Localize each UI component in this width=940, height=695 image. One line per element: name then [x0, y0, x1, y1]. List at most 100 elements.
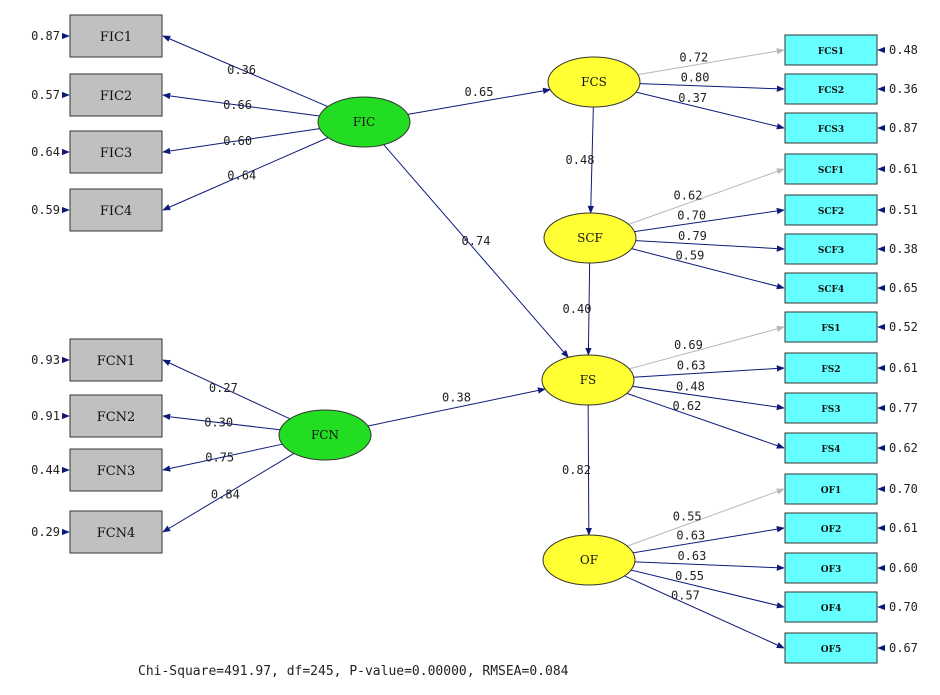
latent-label-of: OF — [580, 553, 598, 567]
loading-value-scf4: 0.59 — [675, 249, 704, 263]
latent-fcn — [278, 409, 372, 461]
indicator-label-fic4: FIC4 — [100, 204, 132, 219]
indicator-label-scf3: SCF3 — [818, 246, 844, 256]
indicator-label-scf2: SCF2 — [818, 207, 844, 217]
indicator-label-fs2: FS2 — [821, 365, 840, 375]
nodes-layer — [69, 14, 878, 664]
loading-value-fcn2: 0.30 — [204, 416, 233, 430]
latent-of — [542, 534, 636, 586]
loading-path-of1 — [627, 488, 785, 547]
loading-path-fs3 — [632, 385, 785, 411]
latent-label-fs: FS — [580, 373, 597, 387]
indicator-label-fic2: FIC2 — [100, 89, 132, 104]
error-variance-fcs2: 0.36 — [889, 82, 918, 96]
error-variance-fcn3: 0.44 — [31, 463, 60, 477]
loading-path-scf1 — [628, 168, 785, 225]
loading-path-fic4 — [162, 137, 329, 211]
error-variance-fs2: 0.61 — [889, 361, 918, 375]
loading-value-fcs1: 0.72 — [679, 50, 708, 64]
loading-value-fic2: 0.66 — [223, 98, 252, 112]
indicator-box-fcs3 — [784, 112, 878, 144]
indicator-box-fic3 — [69, 130, 163, 174]
structural-path-fcn-to-fs — [367, 387, 546, 427]
indicator-box-fs2 — [784, 352, 878, 384]
indicator-box-of5 — [784, 632, 878, 664]
indicator-box-of3 — [784, 552, 878, 584]
error-variance-fic3: 0.64 — [31, 145, 60, 159]
error-variance-fic4: 0.59 — [31, 203, 60, 217]
indicator-box-scf1 — [784, 153, 878, 185]
path-coefficient-fcn-to-fs: 0.38 — [442, 391, 471, 405]
latent-fcs — [547, 56, 641, 108]
indicator-label-of5: OF5 — [821, 645, 842, 655]
error-variance-fcn4: 0.29 — [31, 525, 60, 539]
indicator-label-fcn1: FCN1 — [97, 354, 136, 369]
fit-statistics: Chi-Square=491.97, df=245, P-value=0.000… — [138, 664, 569, 679]
indicator-label-fic3: FIC3 — [100, 146, 132, 161]
loading-value-fcn1: 0.27 — [209, 381, 238, 395]
indicator-box-fs3 — [784, 392, 878, 424]
error-variance-scf3: 0.38 — [889, 242, 918, 256]
indicator-box-fcs2 — [784, 73, 878, 105]
loading-value-fic4: 0.64 — [227, 168, 256, 182]
error-variance-fs3: 0.77 — [889, 401, 918, 415]
latent-fs — [541, 354, 635, 406]
loading-value-of3: 0.63 — [677, 549, 706, 563]
path-coefficient-fic-to-fcs: 0.65 — [465, 85, 494, 99]
error-variance-of5: 0.67 — [889, 641, 918, 655]
loading-path-fcs1 — [637, 48, 785, 76]
loading-path-fcn4 — [162, 453, 295, 533]
loading-path-of3 — [634, 561, 785, 571]
structural-path-scf-to-fs — [585, 262, 592, 356]
indicator-label-fs1: FS1 — [821, 324, 840, 334]
error-variance-fs1: 0.52 — [889, 320, 918, 334]
loading-path-fcn3 — [162, 443, 283, 472]
indicator-box-of2 — [784, 512, 878, 544]
indicator-label-fcn2: FCN2 — [97, 410, 136, 425]
loading-path-fic2 — [162, 92, 320, 117]
indicator-box-fcn4 — [69, 510, 163, 554]
error-variance-fcn1: 0.93 — [31, 353, 60, 367]
error-variance-scf1: 0.61 — [889, 162, 918, 176]
loading-path-scf4 — [631, 248, 785, 290]
loading-path-fs2 — [633, 365, 785, 378]
indicator-box-fs4 — [784, 432, 878, 464]
indicator-label-scf4: SCF4 — [818, 285, 844, 295]
indicator-box-fic1 — [69, 14, 163, 58]
indicator-box-fic2 — [69, 73, 163, 117]
loading-value-scf2: 0.70 — [677, 208, 706, 222]
indicator-box-of4 — [784, 591, 878, 623]
error-variance-fic1: 0.87 — [31, 29, 60, 43]
indicator-label-of4: OF4 — [821, 604, 842, 614]
loading-path-scf2 — [634, 207, 785, 233]
labels-layer: FIC10.870.36FIC20.570.66FIC30.640.60FIC4… — [31, 29, 918, 655]
indicator-label-fcn4: FCN4 — [97, 526, 136, 541]
error-variance-fcs3: 0.87 — [889, 121, 918, 135]
indicator-box-fcn3 — [69, 448, 163, 492]
loading-value-fic1: 0.36 — [227, 63, 256, 77]
loading-value-fcs3: 0.37 — [678, 91, 707, 105]
latent-label-fcn: FCN — [311, 428, 339, 442]
latent-label-scf: SCF — [577, 231, 603, 245]
loading-value-scf3: 0.79 — [678, 229, 707, 243]
error-variance-fcn2: 0.91 — [31, 409, 60, 423]
loading-path-fcn1 — [162, 359, 291, 420]
indicator-label-of3: OF3 — [821, 565, 842, 575]
structural-path-fic-to-fs — [383, 144, 569, 358]
loading-value-fic3: 0.60 — [223, 134, 252, 148]
loading-value-of5: 0.57 — [671, 588, 700, 602]
path-coefficient-fs-to-of: 0.82 — [562, 463, 591, 477]
indicator-box-fic4 — [69, 188, 163, 232]
error-variance-of1: 0.70 — [889, 482, 918, 496]
indicator-label-fcs2: FCS2 — [818, 86, 844, 96]
latent-fic — [317, 96, 411, 148]
indicator-box-fcn1 — [69, 338, 163, 382]
error-variance-fcs1: 0.48 — [889, 43, 918, 57]
loading-path-fcs3 — [635, 91, 785, 130]
paths-layer — [61, 32, 886, 652]
latent-scf — [543, 212, 637, 264]
indicator-box-of1 — [784, 473, 878, 505]
error-variance-of2: 0.61 — [889, 521, 918, 535]
error-variance-of4: 0.70 — [889, 600, 918, 614]
